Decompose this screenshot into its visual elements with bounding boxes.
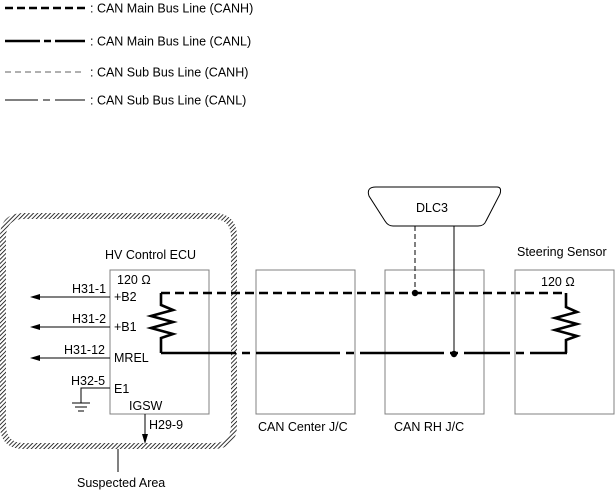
steering-sensor-box	[514, 269, 615, 415]
legend-item-main-canl: : CAN Main Bus Line (CANL)	[5, 35, 251, 49]
termination-resistor-icon	[146, 293, 178, 353]
pin-terminal-label: MREL	[114, 351, 149, 365]
can-center-jc-label: CAN Center J/C	[258, 420, 348, 434]
arrow-down-icon	[142, 434, 148, 444]
can-rh-jc-label: CAN RH J/C	[394, 420, 464, 434]
legend-item-sub-canl: : CAN Sub Bus Line (CANL)	[5, 94, 246, 108]
legend-item-sub-canh: : CAN Sub Bus Line (CANH)	[5, 66, 248, 80]
igsw-terminal-label: IGSW	[129, 399, 163, 413]
hv-ecu-resistor-label: 120 Ω	[117, 273, 151, 287]
dlc3-connector: DLC3	[367, 186, 502, 358]
ground-icon	[72, 402, 90, 412]
pin-terminal-label: +B2	[114, 290, 137, 304]
pin-connector-label: H32-5	[71, 374, 105, 388]
can-center-jc: CAN Center J/C	[255, 269, 356, 434]
pin-connector-label: H31-12	[64, 343, 105, 357]
arrow-left-icon	[30, 324, 40, 330]
steering-sensor-resistor-label: 120 Ω	[541, 275, 575, 289]
legend-label: : CAN Main Bus Line (CANH)	[90, 2, 253, 16]
dlc3-shape	[367, 186, 502, 227]
termination-resistor-icon	[550, 293, 582, 353]
legend: : CAN Main Bus Line (CANH) : CAN Main Bu…	[5, 2, 253, 108]
pin-connector-label: H31-2	[72, 312, 106, 326]
legend-label: : CAN Sub Bus Line (CANL)	[90, 94, 246, 108]
hv-control-ecu: HV Control ECU 120 Ω H31-1 +B2 H31-2 +B1…	[30, 248, 210, 444]
can-center-jc-box	[255, 269, 356, 415]
can-rh-jc-box	[384, 269, 485, 415]
pin-igsw: IGSW H29-9	[129, 399, 183, 444]
suspected-area: Suspected Area	[0, 213, 237, 490]
pin-e1: H32-5 E1	[71, 374, 129, 412]
steering-sensor: Steering Sensor 120 Ω	[514, 245, 615, 415]
hv-ecu-box	[109, 269, 210, 415]
dlc3-label: DLC3	[416, 201, 448, 215]
legend-label: : CAN Main Bus Line (CANL)	[90, 35, 251, 49]
pin-terminal-label: +B1	[114, 320, 137, 334]
suspected-area-label: Suspected Area	[77, 476, 165, 490]
pin-connector-label: H31-1	[72, 282, 106, 296]
hv-ecu-title: HV Control ECU	[105, 248, 196, 262]
can-rh-jc: CAN RH J/C	[384, 269, 485, 434]
pin-b1: H31-2 +B1	[30, 312, 137, 334]
pin-b2: H31-1 +B2	[30, 282, 137, 304]
pin-terminal-label: E1	[114, 382, 129, 396]
arrow-left-icon	[30, 294, 40, 300]
legend-label: : CAN Sub Bus Line (CANH)	[90, 66, 248, 80]
igsw-connector-label: H29-9	[149, 418, 183, 432]
legend-item-main-canh: : CAN Main Bus Line (CANH)	[5, 2, 253, 16]
pin-mrel: H31-12 MREL	[30, 343, 149, 365]
arrow-left-icon	[30, 355, 40, 361]
steering-sensor-title: Steering Sensor	[517, 245, 607, 259]
